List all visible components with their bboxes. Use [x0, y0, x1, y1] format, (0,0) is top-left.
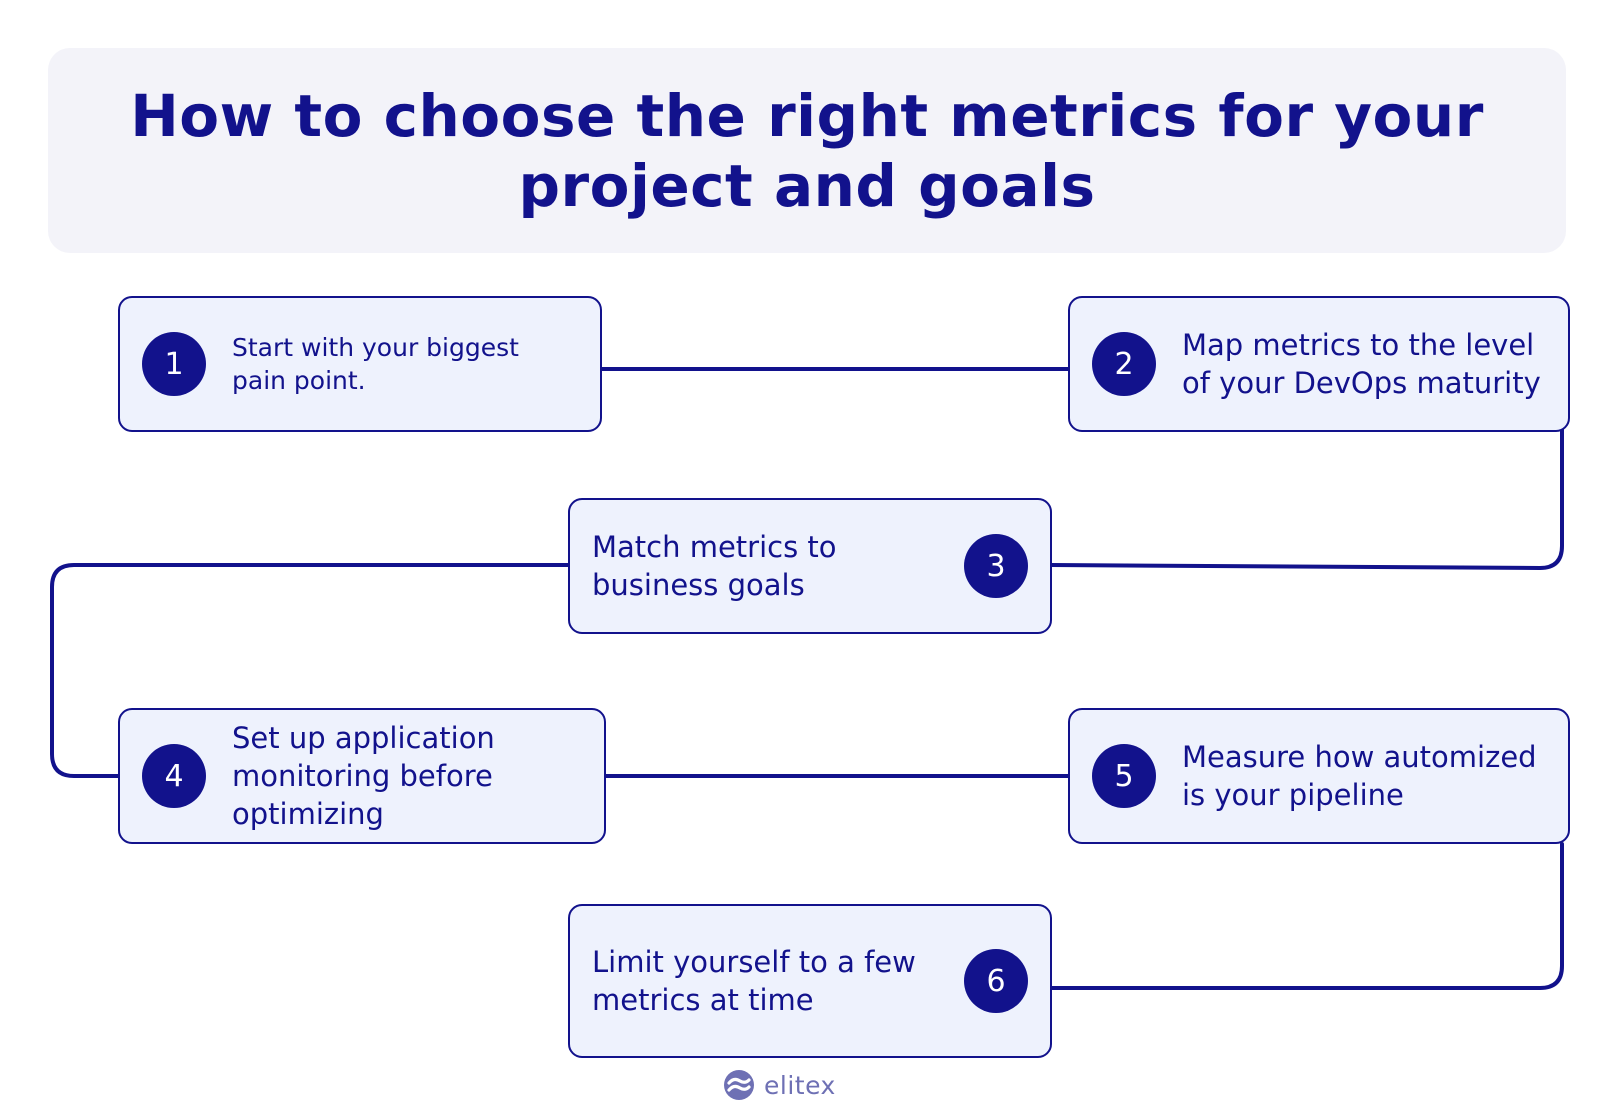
- step-1-label: Start with your biggest pain point.: [232, 333, 519, 395]
- connector-5-6: [1049, 842, 1564, 990]
- step-2-label: Map metrics to the level of your DevOps …: [1182, 328, 1541, 400]
- step-6-label: Limit yourself to a few metrics at time: [592, 945, 916, 1017]
- step-4-number: 4: [142, 744, 206, 808]
- page-title: How to choose the right metrics for your…: [130, 81, 1484, 220]
- step-1-card: 1 Start with your biggest pain point.: [118, 296, 602, 432]
- step-2-card: 2 Map metrics to the level of your DevOp…: [1068, 296, 1570, 432]
- brand-logo: elitex: [722, 1068, 836, 1102]
- step-4-label: Set up application monitoring before opt…: [232, 721, 495, 831]
- step-6-card: Limit yourself to a few metrics at time …: [568, 904, 1052, 1058]
- step-6-number: 6: [964, 949, 1028, 1013]
- connector-3-4: [50, 563, 570, 778]
- elitex-logo-icon: [724, 1070, 754, 1100]
- step-2-number: 2: [1092, 332, 1156, 396]
- step-4-card: 4 Set up application monitoring before o…: [118, 708, 606, 844]
- step-5-number: 5: [1092, 744, 1156, 808]
- step-3-number: 3: [964, 534, 1028, 598]
- step-5-label: Measure how automized is your pipeline: [1182, 740, 1537, 812]
- connector-2-3: [1049, 428, 1564, 570]
- brand-name: elitex: [764, 1070, 836, 1100]
- step-1-number: 1: [142, 332, 206, 396]
- step-3-label: Match metrics to business goals: [592, 530, 837, 602]
- step-5-card: 5 Measure how automized is your pipeline: [1068, 708, 1570, 844]
- step-3-card: Match metrics to business goals 3: [568, 498, 1052, 634]
- title-banner: How to choose the right metrics for your…: [48, 48, 1566, 253]
